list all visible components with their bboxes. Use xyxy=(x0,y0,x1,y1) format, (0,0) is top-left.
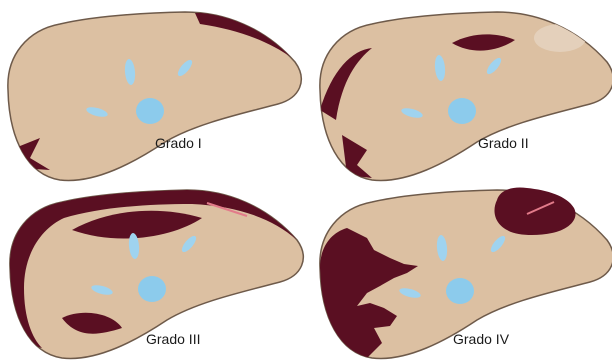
contusion xyxy=(534,24,586,52)
panel-grade-2 xyxy=(320,12,612,180)
grade-1-label: Grado I xyxy=(155,135,202,151)
grade-4-label: Grado IV xyxy=(453,331,509,347)
grade-3-label: Grado III xyxy=(146,331,200,347)
grade-2-label: Grado II xyxy=(478,135,529,151)
panel-grade-1 xyxy=(8,12,301,180)
